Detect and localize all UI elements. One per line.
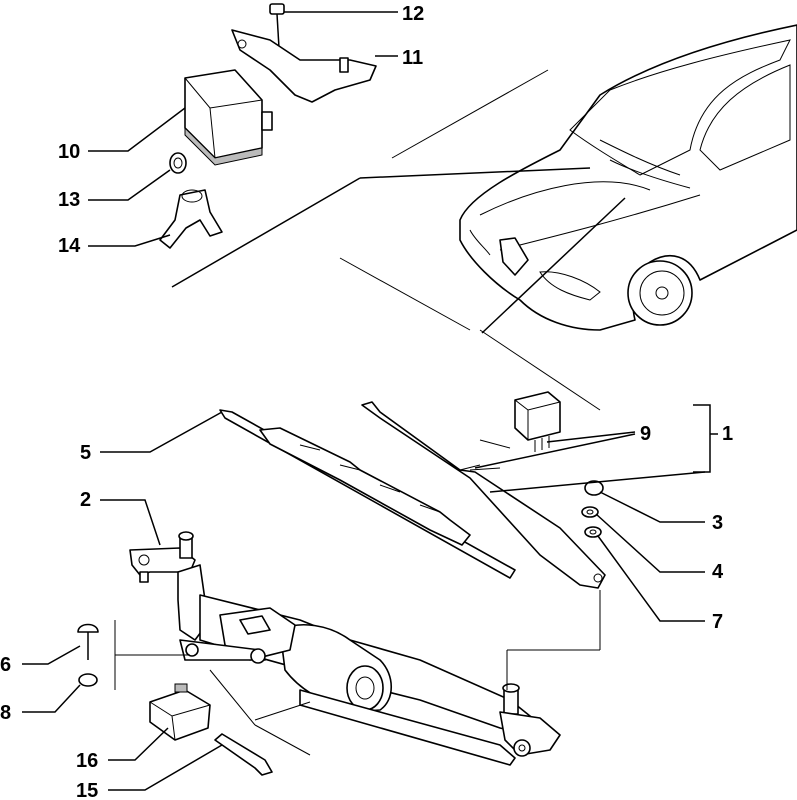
control-unit: [184, 69, 273, 166]
label-15: 15: [76, 780, 98, 800]
pivot-bolt: [77, 623, 99, 660]
label-7: 7: [712, 611, 723, 633]
label-1: 1: [722, 423, 733, 445]
nut-cap: [584, 480, 604, 496]
label-6: 6: [0, 654, 11, 676]
washer-relay: [514, 391, 561, 452]
label-12: 12: [402, 3, 424, 25]
label-5: 5: [80, 442, 91, 464]
label-14: 14: [58, 235, 81, 257]
label-11: 11: [402, 47, 423, 69]
grommet-ring: [169, 152, 187, 174]
label-4: 4: [712, 561, 724, 583]
car-illustration: [171, 24, 797, 411]
label-9: 9: [640, 423, 651, 445]
bolt: [269, 3, 285, 49]
label-3: 3: [712, 512, 723, 534]
wiper-linkage-motor: [129, 531, 561, 766]
wiper-blade: [219, 409, 516, 579]
bushing: [78, 673, 98, 687]
leader-lines: [22, 11, 718, 791]
mounting-bracket: [231, 29, 377, 103]
label-10: 10: [58, 141, 80, 163]
electrical-connector: [149, 683, 211, 741]
label-8: 8: [0, 702, 11, 724]
label-16: 16: [76, 750, 98, 772]
terminal-pin: [214, 733, 273, 776]
connector-clip: [159, 189, 223, 249]
washer: [581, 506, 599, 518]
label-2: 2: [80, 489, 91, 511]
label-13: 13: [58, 189, 80, 211]
spacer-ring: [584, 526, 602, 538]
wiper-arm: [361, 401, 606, 589]
